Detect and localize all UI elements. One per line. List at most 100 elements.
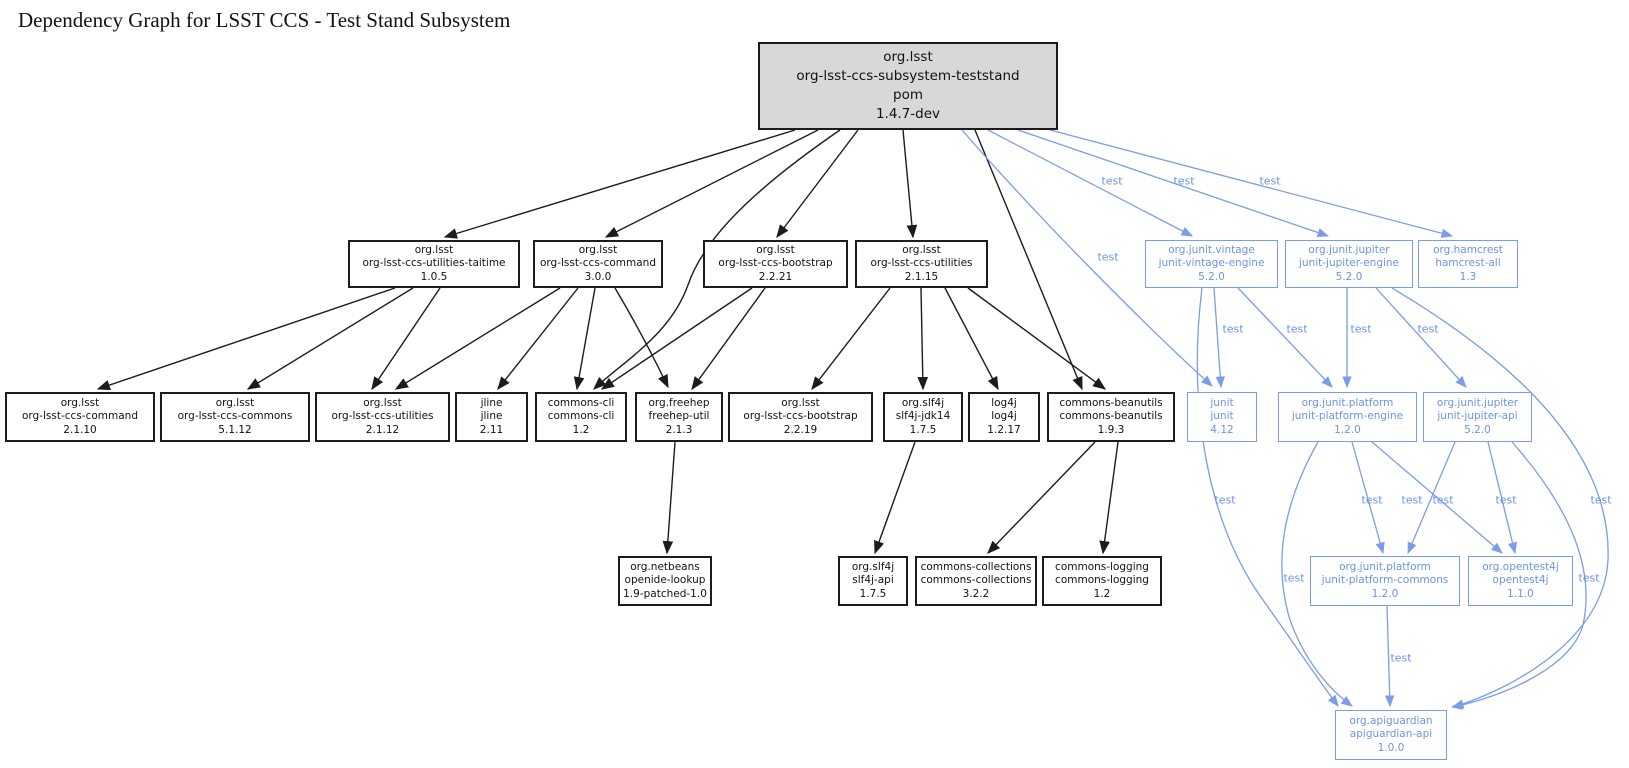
- edge-scope-label-test: test: [1590, 493, 1612, 507]
- dep-node-line: org.junit.platform: [1339, 561, 1431, 573]
- dep-node-line: junit: [1210, 397, 1234, 409]
- dep-edge-vintage-platformEngine: [1237, 287, 1333, 388]
- edge-scope-label-test: test: [1214, 493, 1236, 507]
- dep-node-line: opentest4j: [1492, 574, 1549, 587]
- dep-node-line: org.lsst: [578, 244, 618, 256]
- edge-scope-label-test: test: [1259, 174, 1281, 188]
- dep-node-line: org.junit.vintage: [1168, 244, 1255, 256]
- dep-edge-command3-freehep: [614, 287, 669, 389]
- dep-edge-root-utilities2115: [902, 129, 918, 239]
- dep-node-line: commons-collections: [920, 561, 1032, 573]
- dep-edge-utilities2115-bootstrap2219: [811, 287, 891, 391]
- dep-node-line: 5.2.0: [1464, 423, 1491, 436]
- dep-node-line: junit-platform-engine: [1291, 410, 1404, 423]
- dep-node-line: commons-cli: [547, 397, 615, 409]
- dep-node-line: org.lsst: [414, 244, 454, 256]
- dep-edge-freehep-openide: [662, 441, 676, 555]
- dep-node-line: org-lsst-ccs-utilities-taitime: [362, 257, 506, 270]
- dep-node-line: junit: [1210, 410, 1234, 423]
- dep-node-line: org.lsst: [756, 244, 795, 256]
- edge-scope-label-test: test: [1101, 174, 1123, 188]
- dep-node-line: hamcrest-all: [1435, 257, 1501, 270]
- dep-node-line: org.opentest4j: [1482, 561, 1559, 573]
- dep-node-line: 3.0.0: [584, 270, 612, 283]
- dep-edge-taitime-commons5112: [246, 287, 414, 390]
- dep-edge-root-taitime: [443, 129, 796, 239]
- dep-node-line: 5.2.0: [1335, 270, 1363, 283]
- dep-edge-utilities2115-beanutils: [967, 287, 1107, 390]
- dep-edge-command3-commonscli: [573, 287, 596, 391]
- dep-node-line: 1.4.7-dev: [875, 105, 941, 122]
- dep-edge-root-vintage: [987, 129, 1194, 237]
- dep-edge-bootstrap221-freehep: [691, 287, 766, 391]
- dep-node-line: commons-collections: [920, 574, 1032, 587]
- dep-node-line: org-lsst-ccs-subsystem-teststand: [796, 68, 1020, 85]
- dep-node-line: 5.1.12: [218, 423, 252, 436]
- dep-node-line: org-lsst-ccs-bootstrap: [743, 410, 858, 423]
- dep-node-line: 2.2.19: [783, 423, 818, 436]
- edge-scope-label-test: test: [1173, 174, 1195, 188]
- dep-node-line: 1.2.0: [1371, 587, 1399, 600]
- dep-node-line: junit-platform-commons: [1321, 574, 1449, 587]
- dep-node-line: org.hamcrest: [1433, 244, 1503, 256]
- dep-edge-bootstrap221-commonscli: [600, 287, 753, 390]
- dep-node-line: 1.9-patched-1.0: [623, 587, 707, 600]
- dep-node-line: 1.0.0: [1377, 741, 1405, 754]
- dep-node-root: org.lsst org-lsst-ccs-subsystem-teststand…: [758, 42, 1058, 130]
- dep-node-line: 1.2.0: [1334, 423, 1361, 436]
- dep-node-line: org.lsst: [883, 49, 933, 66]
- dep-node-line: org.lsst: [60, 397, 100, 409]
- dep-node-line: org.slf4j: [851, 561, 895, 573]
- dep-node-line: 4.12: [1210, 423, 1234, 436]
- dep-node-line: org.lsst: [902, 244, 941, 256]
- dep-edge-beanutils-logging: [1099, 441, 1119, 555]
- dep-node-line: junit-jupiter-engine: [1298, 257, 1400, 270]
- dep-node-line: org-lsst-ccs-utilities: [331, 410, 434, 423]
- dep-node-line: log4j: [991, 410, 1017, 423]
- dep-node-line: org-lsst-ccs-bootstrap: [718, 257, 833, 270]
- dep-node-line: 3.2.2: [962, 587, 990, 600]
- dep-node-line: 2.1.12: [365, 423, 400, 436]
- dep-node-line: slf4j-api: [852, 574, 894, 587]
- dep-node-line: 2.2.21: [758, 270, 793, 283]
- dep-node-line: 2.1.15: [904, 270, 939, 283]
- dep-node-line: org.freehep: [648, 397, 710, 409]
- edge-scope-label-test: test: [1286, 322, 1308, 336]
- dep-node-line: org.junit.platform: [1301, 397, 1394, 409]
- dep-edge-slf4jjdk14-slf4japi: [874, 441, 916, 555]
- dep-node-line: 2.1.10: [63, 423, 97, 436]
- dep-node-line: org.lsst: [363, 397, 402, 409]
- edge-scope-label-test: test: [1432, 493, 1454, 507]
- dep-node-line: openide-lookup: [624, 574, 706, 587]
- dep-node-line: org.junit.jupiter: [1436, 397, 1519, 409]
- dep-edge-root-command3: [604, 129, 819, 238]
- dep-edge-jupiterEngine-jupiterApi: [1375, 287, 1467, 388]
- edge-scope-label-test: test: [1417, 322, 1439, 336]
- dep-node-line: commons-logging: [1055, 561, 1149, 573]
- dep-edge-command3-jline: [497, 287, 579, 391]
- dep-edge-vintage-junit: [1213, 287, 1225, 389]
- edge-scope-label-test: test: [1361, 493, 1383, 507]
- dep-node-line: freehep-util: [648, 410, 710, 423]
- dep-node-line: org.slf4j: [901, 397, 945, 409]
- dep-node-line: 2.1.3: [665, 423, 693, 436]
- edge-scope-label-test: test: [1390, 651, 1412, 665]
